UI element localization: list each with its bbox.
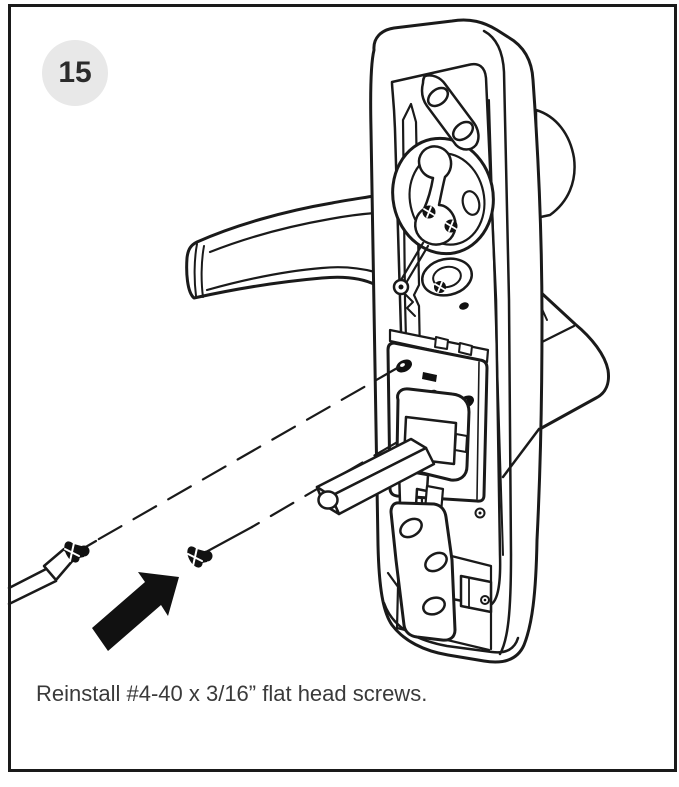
- outside-lever-handle: [534, 286, 610, 432]
- cam-plug: [414, 145, 457, 246]
- top-linkage-strip: [420, 74, 480, 151]
- page-border-frame: [8, 4, 677, 772]
- bottom-notch-box: [459, 574, 493, 614]
- lock-cylinder-mechanism: [391, 136, 495, 317]
- direction-arrow: [92, 572, 179, 651]
- plate-slot: [422, 372, 437, 382]
- square-spindle-shaft: [315, 437, 436, 516]
- dashed-alignment-line-upper: [90, 365, 401, 545]
- mid-bracket: [388, 328, 490, 364]
- screwdriver-tip: [7, 547, 76, 606]
- phillips-screw-c: [434, 281, 446, 293]
- flat-head-screw-right: [187, 546, 213, 568]
- flat-head-screw-left: [64, 541, 90, 563]
- step-number: 15: [58, 56, 92, 89]
- inside-lever-handle: [185, 194, 378, 300]
- instruction-caption: Reinstall #4-40 x 3/16” flat head screws…: [36, 681, 428, 706]
- phillips-screw-b: [444, 219, 458, 233]
- outside-rose-bump: [534, 108, 576, 220]
- bottom-cavity: [386, 501, 493, 652]
- screw-hole-upper: [396, 359, 412, 373]
- phillips-screw-a: [422, 205, 436, 219]
- spindle-bore: [317, 490, 339, 510]
- bottom-linkage-strip: [389, 501, 457, 642]
- step-badge: 15: [42, 40, 108, 106]
- lever-edge-line: [501, 427, 541, 479]
